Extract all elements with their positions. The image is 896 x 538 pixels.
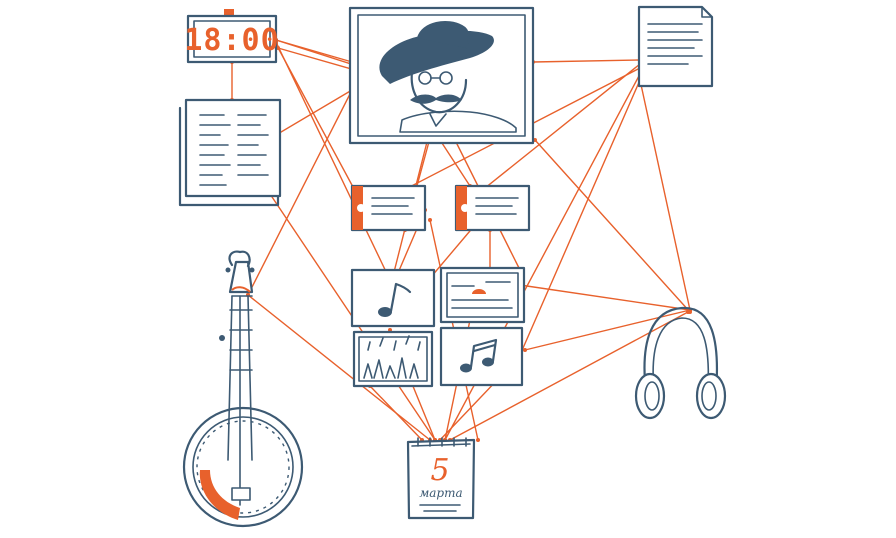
ticket-icon xyxy=(454,184,531,232)
connection-line xyxy=(261,181,436,441)
connection-pin xyxy=(523,348,527,352)
connection-line xyxy=(275,41,391,281)
calendar-month: марта xyxy=(419,486,462,500)
connection-line xyxy=(639,79,691,311)
connection-line xyxy=(275,43,361,201)
connection-line xyxy=(524,309,691,351)
connection-pin xyxy=(688,310,692,314)
portrait-frame-icon xyxy=(348,6,535,145)
crowd-photo-icon xyxy=(352,330,434,388)
connection-line xyxy=(519,284,691,311)
connection-line xyxy=(519,79,641,356)
ticket-icon xyxy=(350,184,427,232)
music-note-icon xyxy=(350,268,436,328)
connection-line xyxy=(369,385,423,441)
landscape-photo-icon xyxy=(439,266,526,324)
connection-pin xyxy=(476,438,480,442)
connection-line xyxy=(247,89,353,296)
calendar-day: 5 xyxy=(430,453,449,488)
music-notes-icon xyxy=(439,326,524,387)
banjo-icon xyxy=(182,250,304,528)
connection-line xyxy=(469,63,641,201)
headphones-icon xyxy=(634,306,727,420)
connection-pin xyxy=(428,218,432,222)
connection-line xyxy=(449,311,689,441)
connection-line xyxy=(275,89,353,136)
open-book-icon xyxy=(178,98,282,207)
clock-time: 18:00 xyxy=(184,23,279,58)
connection-line xyxy=(534,139,691,313)
connection-line xyxy=(532,59,641,63)
document-page-icon xyxy=(637,5,714,88)
digital-clock-icon: 18:00 xyxy=(184,9,279,64)
tear-off-calendar-icon: 5 марта xyxy=(406,437,476,520)
